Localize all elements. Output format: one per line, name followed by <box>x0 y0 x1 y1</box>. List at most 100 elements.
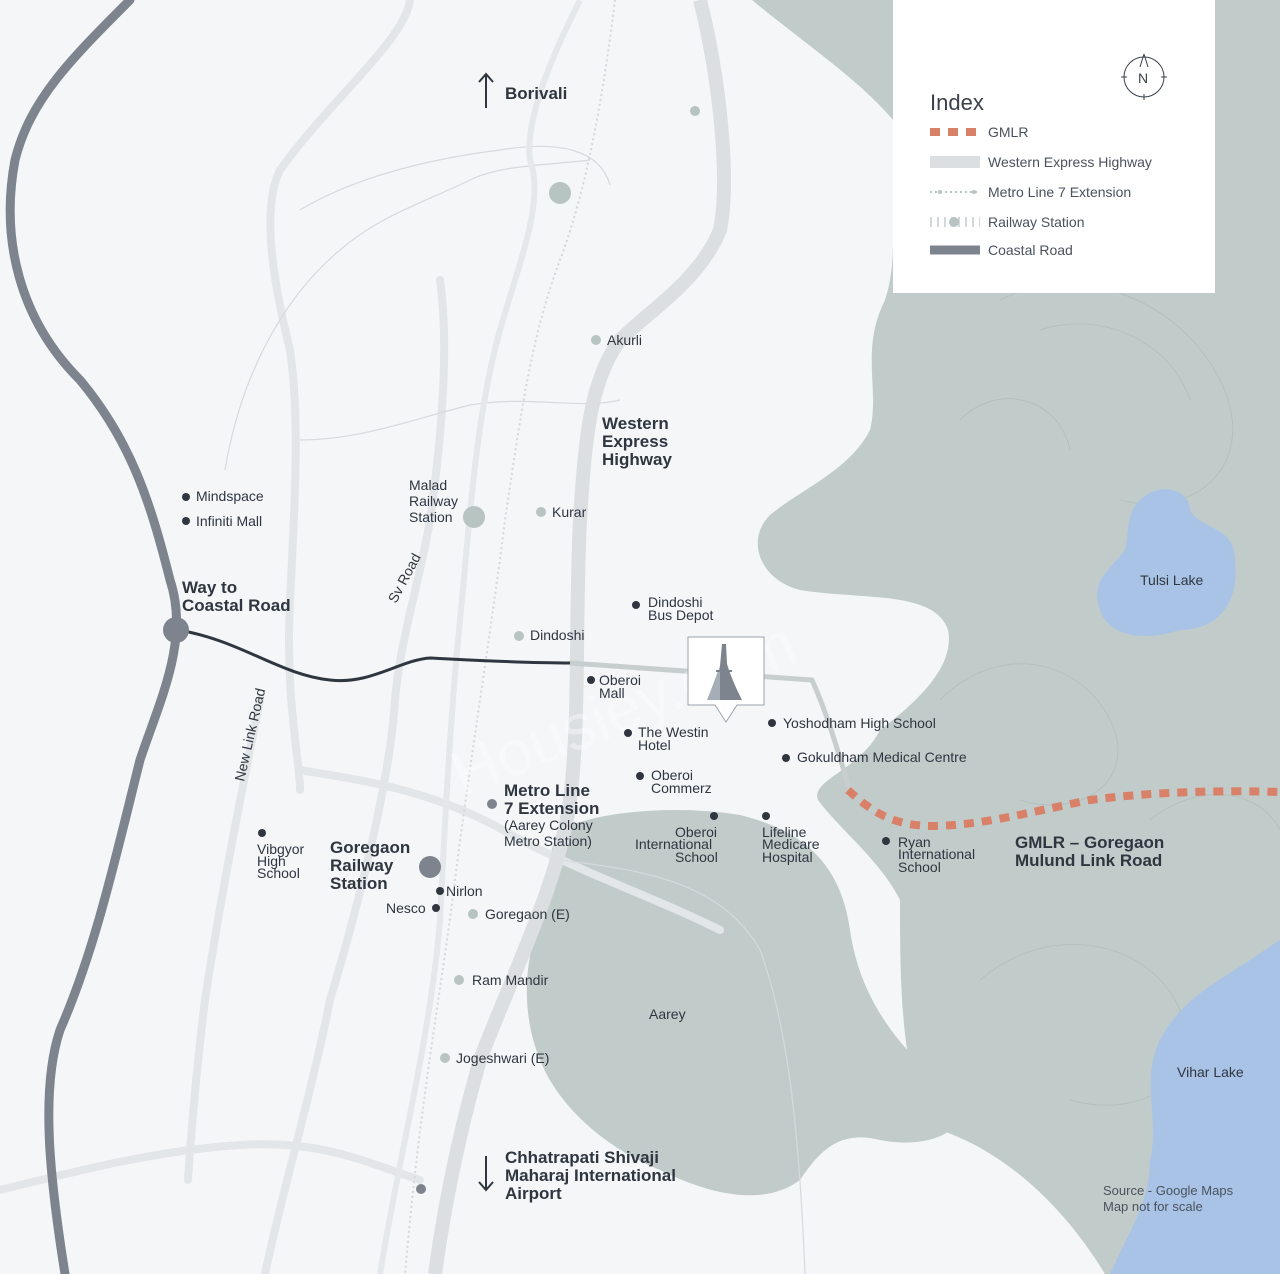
label-oberoi-mall-2: Mall <box>599 685 625 701</box>
legend-item-gmlr: GMLR <box>930 122 1028 142</box>
label-weh-1: Western <box>602 414 669 433</box>
railway-line <box>377 0 583 1274</box>
label-coastal-1: Way to <box>182 578 237 597</box>
label-goregaon-stn-2: Railway <box>330 856 394 875</box>
forest-area <box>752 0 1280 1274</box>
label-vibgyor-2: High <box>257 853 286 869</box>
label-vihar: Vihar Lake <box>1177 1064 1244 1080</box>
station-kurar[interactable] <box>536 507 546 517</box>
label-nesco: Nesco <box>386 900 426 916</box>
label-malad-3: Station <box>409 509 453 525</box>
label-lifeline-1: Lifeline <box>762 824 807 840</box>
minor-roads <box>0 0 724 1274</box>
direction-arrows <box>478 72 494 1192</box>
label-lifeline-2: Medicare <box>762 836 820 852</box>
label-dindoshi: Dindoshi <box>530 627 584 643</box>
label-mindspace: Mindspace <box>196 488 264 504</box>
arrow-up-icon <box>478 72 494 108</box>
label-ryan-1: Ryan <box>898 834 931 850</box>
coastal-junction[interactable] <box>163 617 189 643</box>
label-oberoi-commerz-2: Commerz <box>651 780 712 796</box>
legend-label-coastal: Coastal Road <box>988 242 1073 258</box>
label-westin-2: Hotel <box>638 737 671 753</box>
landmark-dots <box>182 493 890 912</box>
label-goregaon-stn-3: Station <box>330 874 388 893</box>
legend-item-metro: Metro Line 7 Extension <box>930 182 1131 202</box>
legend-item-weh: Western Express Highway <box>930 152 1152 172</box>
label-metro-sub-1: (Aarey Colony <box>504 817 593 833</box>
source-line-1: Source - Google Maps <box>1103 1183 1234 1198</box>
label-ryan-3: School <box>898 859 941 875</box>
label-metro-sub-2: Metro Station) <box>504 833 592 849</box>
label-vibgyor-3: School <box>257 865 300 881</box>
label-oberoi-mall-1: Oberoi <box>599 672 641 688</box>
label-malad-1: Malad <box>409 477 447 493</box>
station-bottom[interactable] <box>416 1184 426 1194</box>
label-lifeline-3: Hospital <box>762 849 813 865</box>
arrow-down-icon <box>478 1156 494 1192</box>
label-kurar: Kurar <box>552 504 587 520</box>
label-ois-3: School <box>675 849 718 865</box>
legend-item-coastal: Coastal Road <box>930 240 1073 260</box>
label-coastal-2: Coastal Road <box>182 596 291 615</box>
label-goregaon-e: Goregaon (E) <box>485 906 570 922</box>
legend-label-weh: Western Express Highway <box>988 154 1152 170</box>
project-tower-icon <box>720 644 742 700</box>
label-nirlon: Nirlon <box>446 883 483 899</box>
metro-swatch-icon <box>930 190 980 194</box>
label-malad-2: Railway <box>409 493 458 509</box>
label-metro-1: Metro Line <box>504 781 590 800</box>
label-akurli: Akurli <box>607 332 642 348</box>
source-note: Source - Google Maps Map not for scale <box>1103 1183 1233 1215</box>
metro-line-7 <box>404 0 616 1274</box>
label-yoshodham: Yoshodham High School <box>783 715 936 731</box>
station-top-small[interactable] <box>690 106 700 116</box>
source-line-2: Map not for scale <box>1103 1199 1203 1214</box>
project-link-road <box>177 628 571 683</box>
aarey-forest-area <box>526 810 960 1196</box>
railway-swatch-icon <box>930 217 980 227</box>
label-airport-1: Chhatrapati Shivaji <box>505 1148 659 1167</box>
station-malad[interactable] <box>463 506 485 528</box>
legend-label-gmlr: GMLR <box>988 124 1029 140</box>
compass-letter: N <box>1138 70 1148 86</box>
label-westin-1: The Westin <box>638 724 709 740</box>
station-aarey-metro[interactable] <box>487 799 497 809</box>
station-goregaon-e[interactable] <box>468 909 478 919</box>
coastal-road <box>5 0 182 1274</box>
label-ram-mandir: Ram Mandir <box>472 972 549 988</box>
station-top-large[interactable] <box>549 182 571 204</box>
tulsi-lake <box>1097 489 1236 636</box>
label-weh-2: Express <box>602 432 668 451</box>
compass-icon: N <box>1121 53 1167 100</box>
label-metro-2: 7 Extension <box>504 799 599 818</box>
label-infiniti: Infiniti Mall <box>196 513 262 529</box>
highway-swatch-icon <box>930 156 980 168</box>
western-express-highway <box>428 0 731 1274</box>
label-airport-2: Maharaj International <box>505 1166 676 1185</box>
label-airport-3: Airport <box>505 1184 562 1203</box>
stations <box>440 106 700 1063</box>
label-gmlr-2: Mulund Link Road <box>1015 851 1162 870</box>
label-dindoshi-depot-2: Bus Depot <box>648 607 713 623</box>
label-ryan-2: International <box>898 846 975 862</box>
project-approach-road <box>569 660 853 791</box>
label-jogeshwari: Jogeshwari (E) <box>456 1050 549 1066</box>
gmlr-swatch-icon <box>930 128 980 136</box>
station-goregaon-railway[interactable] <box>419 856 441 878</box>
station-jogeshwari[interactable] <box>440 1053 450 1063</box>
label-gmlr-1: GMLR – Goregaon <box>1015 833 1164 852</box>
legend-title: Index <box>930 90 984 115</box>
legend-panel: N Index GMLR Western Express Highway Met… <box>893 0 1215 293</box>
label-ois-1: Oberoi <box>675 824 717 840</box>
station-dindoshi[interactable] <box>514 631 524 641</box>
legend-item-railway: Railway Station <box>930 212 1085 232</box>
station-ram-mandir[interactable] <box>454 975 464 985</box>
label-ois-2: International <box>635 836 712 852</box>
label-weh-3: Highway <box>602 450 672 469</box>
thin-roads <box>224 145 806 1274</box>
station-akurli[interactable] <box>591 335 601 345</box>
label-goregaon-stn-1: Goregaon <box>330 838 410 857</box>
coastal-swatch-icon <box>930 245 980 255</box>
project-marker[interactable] <box>687 636 765 723</box>
